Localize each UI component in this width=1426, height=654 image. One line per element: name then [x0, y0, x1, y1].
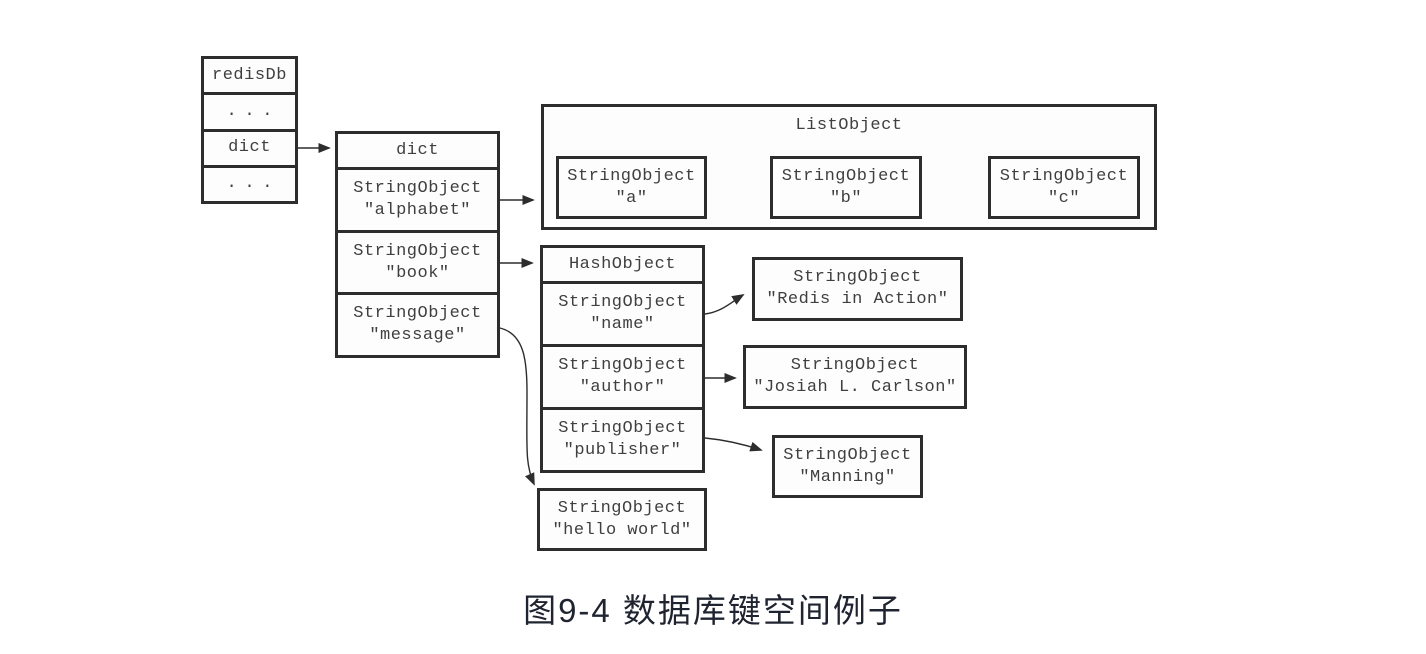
value-box-josiah-carlson: StringObject "Josiah L. Carlson" [743, 345, 967, 409]
list-item-c: StringObject "c" [988, 156, 1140, 219]
dict-table: dict StringObject "alphabet" StringObjec… [335, 131, 500, 358]
hash-field-publisher-value: "publisher" [563, 441, 682, 460]
dict-entry-message-type: StringObject [353, 304, 482, 324]
value-box-manning: StringObject "Manning" [772, 435, 923, 498]
dict-entry-alphabet: StringObject "alphabet" [338, 167, 497, 230]
value-box-redis-in-action-value: "Redis in Action" [766, 290, 949, 309]
hashobject-header: HashObject [568, 255, 677, 274]
redisdb-row-title: redisDb [212, 65, 287, 85]
arrow-name-to-value [704, 294, 745, 315]
listobject-container: ListObject StringObject "a" StringObject… [541, 104, 1157, 230]
list-item-a: StringObject "a" [556, 156, 707, 219]
hash-field-author-value: "author" [579, 378, 666, 397]
list-item-b: StringObject "b" [770, 156, 922, 219]
hash-field-name-value: "name" [590, 315, 655, 334]
listobject-title: ListObject [795, 116, 903, 135]
dict-entry-book-value: "book" [385, 263, 450, 283]
dict-entry-alphabet-value: "alphabet" [363, 200, 472, 220]
dict-entry-book-type: StringObject [353, 241, 482, 261]
list-item-c-value: "c" [1047, 188, 1081, 208]
list-item-a-type: StringObject [567, 166, 696, 186]
redisdb-table: redisDb ... dict ... [201, 56, 298, 204]
arrow-publisher-to-value [704, 437, 763, 452]
hash-field-name: StringObject "name" [543, 281, 702, 344]
hash-field-author-type: StringObject [558, 356, 687, 375]
list-item-c-type: StringObject [999, 166, 1129, 186]
list-item-b-type: StringObject [781, 166, 911, 186]
hash-field-publisher: StringObject "publisher" [543, 407, 702, 470]
hashobject-table: HashObject StringObject "name" StringObj… [540, 245, 705, 473]
arrow-message-to-value [499, 327, 535, 486]
dict-entry-message-value: "message" [369, 326, 466, 346]
value-box-josiah-carlson-value: "Josiah L. Carlson" [753, 378, 957, 397]
dict-entry-message: StringObject "message" [338, 292, 497, 355]
value-box-redis-in-action-type: StringObject [793, 268, 922, 287]
value-box-redis-in-action: StringObject "Redis in Action" [752, 257, 963, 321]
hash-field-publisher-type: StringObject [558, 419, 687, 438]
hash-field-name-type: StringObject [558, 293, 687, 312]
hash-field-author: StringObject "author" [543, 344, 702, 407]
redisdb-row-ellipsis-top: ... [204, 92, 295, 128]
figure-caption: 图9-4 数据库键空间例子 [523, 592, 903, 629]
value-box-josiah-carlson-type: StringObject [790, 356, 920, 375]
dict-entry-book: StringObject "book" [338, 229, 497, 293]
redisdb-row-ellipsis-bottom: ... [204, 164, 295, 201]
value-box-manning-type: StringObject [783, 445, 912, 465]
value-box-hello-world-type: StringObject [557, 498, 687, 518]
value-box-hello-world-value: "hello world" [552, 520, 692, 540]
list-item-a-value: "a" [615, 188, 648, 208]
value-box-hello-world: StringObject "hello world" [537, 488, 707, 551]
list-item-b-value: "b" [829, 188, 863, 208]
dict-table-header: dict [396, 141, 439, 160]
redisdb-row-dict: dict [204, 128, 295, 165]
dict-entry-alphabet-type: StringObject [353, 178, 482, 198]
value-box-manning-value: "Manning" [799, 467, 896, 487]
